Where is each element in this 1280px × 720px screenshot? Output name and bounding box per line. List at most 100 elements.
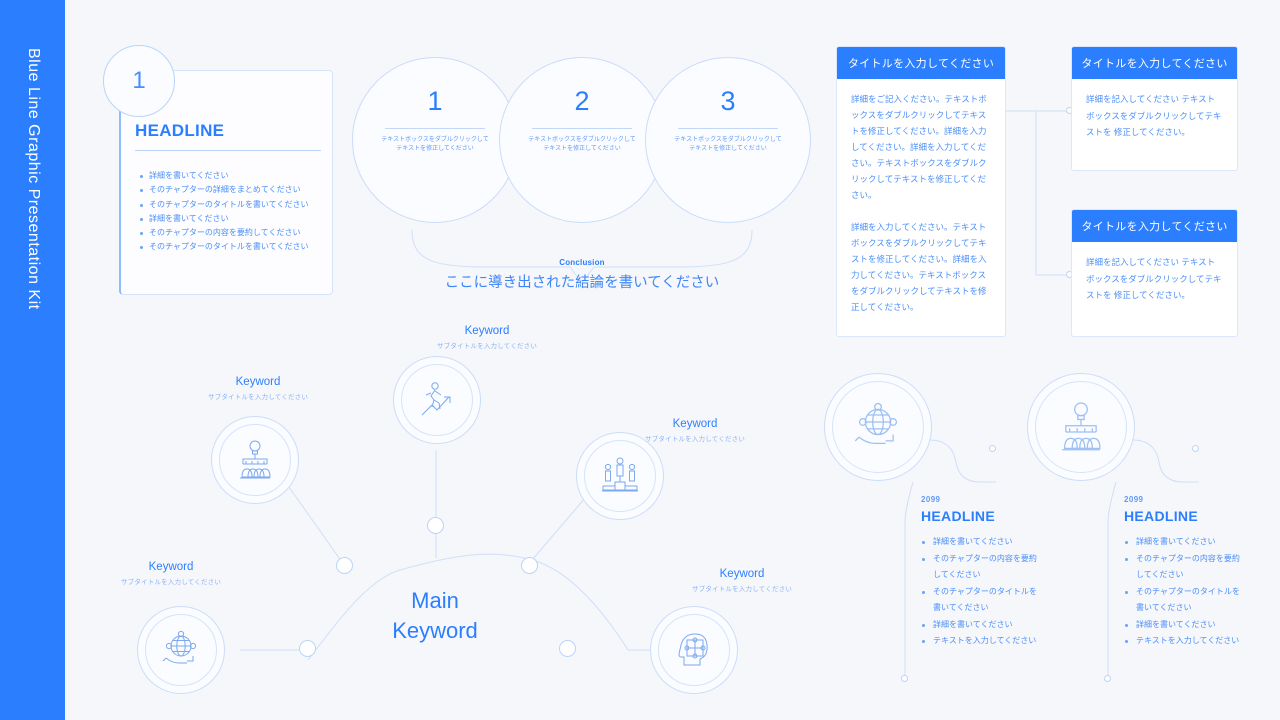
timeline-icon-globe-hand-1	[824, 373, 932, 481]
list-item: そのチャプターの内容を要約してください	[140, 226, 339, 240]
step-circle-3: 3 テキストボックスをダブルクリックして テキストを修正してください	[645, 57, 811, 223]
list-item: そのチャプターのタイトルを書いてください	[140, 240, 339, 254]
textbox-branch-top: タイトルを入力してください 詳細を記入してください テキストボックスをダブルクリ…	[1071, 46, 1238, 171]
steps-bracket-connector	[411, 229, 753, 284]
timeline-endcap-1-right	[989, 445, 996, 452]
textbox-paragraph: 詳細を記入してください テキストボックスをダブルクリックしてテキストを 修正して…	[1086, 94, 1222, 137]
textbox-branch-connector	[1000, 110, 1066, 276]
timeline-headline-2: HEADLINE	[1124, 508, 1198, 524]
timeline-endcap-1-bottom	[901, 675, 908, 682]
icon-inner-ring	[1035, 381, 1127, 473]
mindmap-label-bottom-right: Keyword サブタイトルを入力してください	[651, 568, 833, 593]
timeline-endcap-2-bottom	[1104, 675, 1111, 682]
mindmap-icon-lightbulb-team	[211, 416, 299, 504]
mindmap-icon-puzzle-head	[650, 606, 738, 694]
side-rail-title: Blue Line Graphic Presentation Kit	[24, 48, 42, 310]
textbox-main-body: 詳細をご記入ください。テキストボックスをダブルクリックしてテキストを修正してくだ…	[837, 79, 1005, 327]
step-divider	[532, 128, 632, 129]
running-growth-icon	[394, 357, 480, 443]
list-item: 詳細を書いてください	[140, 212, 339, 226]
mindmap-label-left: Keyword サブタイトルを入力してください	[167, 376, 349, 401]
headline-card-number-badge: 1	[103, 45, 175, 117]
list-item: そのチャプターの内容を要約してください	[1124, 551, 1242, 584]
icon-inner-ring	[219, 424, 291, 496]
timeline-connector-1	[904, 439, 996, 678]
mindmap-subtitle: サブタイトルを入力してください	[691, 586, 793, 593]
textbox-paragraph: 詳細を入力してください。テキストボックスをダブルクリックしてテキストを修正してく…	[851, 222, 987, 312]
list-item: そのチャプターのタイトルを書いてください	[140, 198, 339, 212]
list-item: 詳細を書いてください	[921, 617, 1039, 634]
conclusion-text: ここに導き出された結論を書いてください	[444, 275, 720, 291]
icon-inner-ring	[584, 440, 656, 512]
timeline-icon-lightbulb-team-2	[1027, 373, 1135, 481]
textbox-paragraph: 詳細を記入してください テキストボックスをダブルクリックしてテキストを 修正して…	[1086, 257, 1222, 300]
icon-inner-ring	[401, 364, 473, 436]
mindmap-icon-globe-hand	[137, 606, 225, 694]
textbox-branch-bottom-body: 詳細を記入してください テキストボックスをダブルクリックしてテキストを 修正して…	[1072, 242, 1237, 316]
list-item: テキストを入力してください	[921, 633, 1039, 650]
globe-hand-icon	[825, 374, 931, 480]
textbox-main-title: タイトルを入力してください	[837, 47, 1005, 79]
timeline-list-2: 詳細を書いてください そのチャプターの内容を要約してください そのチャプターのタ…	[1124, 534, 1242, 650]
icon-inner-ring	[145, 614, 217, 686]
textbox-branch-top-body: 詳細を記入してください テキストボックスをダブルクリックしてテキストを 修正して…	[1072, 79, 1237, 153]
step-circle-1: 1 テキストボックスをダブルクリックして テキストを修正してください	[352, 57, 518, 223]
step-number: 2	[574, 86, 590, 116]
mindmap-subtitle: サブタイトルを入力してください	[644, 436, 746, 443]
mindmap-label-bottom-left: Keyword サブタイトルを入力してください	[80, 561, 262, 586]
list-item: そのチャプターの詳細をまとめてください	[140, 183, 339, 197]
step-divider	[678, 128, 778, 129]
textbox-branch-bottom: タイトルを入力してください 詳細を記入してください テキストボックスをダブルクリ…	[1071, 209, 1238, 337]
timeline-year-2: 2099	[1124, 495, 1144, 504]
timeline-endcap-2-right	[1192, 445, 1199, 452]
timeline-headline-1: HEADLINE	[921, 508, 995, 524]
mindmap-center-label: Main Keyword	[392, 588, 478, 643]
lightbulb-team-icon	[212, 417, 298, 503]
headline-card-title: HEADLINE	[135, 121, 225, 140]
globe-hand-icon	[138, 607, 224, 693]
list-item: そのチャプターのタイトルを書いてください	[1124, 584, 1242, 617]
step-circle-2: 2 テキストボックスをダブルクリックして テキストを修正してください	[499, 57, 665, 223]
conclusion-block: Conclusion ここに導き出された結論を書いてください	[436, 258, 728, 292]
headline-card-bullet-list: 詳細を書いてください そのチャプターの詳細をまとめてください そのチャプターのタ…	[135, 169, 339, 255]
headline-card-number: 1	[132, 67, 146, 94]
timeline-connector-2	[1107, 439, 1199, 678]
icon-inner-ring	[658, 614, 730, 686]
textbox-branch-top-title: タイトルを入力してください	[1072, 47, 1237, 79]
step-description: テキストボックスをダブルクリックして テキストを修正してください	[674, 137, 782, 152]
timeline-year-1: 2099	[921, 495, 941, 504]
mindmap-keyword: Keyword	[719, 568, 765, 580]
mindmap-keyword: Keyword	[464, 325, 510, 337]
icon-inner-ring	[832, 381, 924, 473]
mindmap-subtitle: サブタイトルを入力してください	[207, 394, 309, 401]
mindmap-node-left	[336, 557, 353, 574]
textbox-main: タイトルを入力してください 詳細をご記入ください。テキストボックスをダブルクリッ…	[836, 46, 1006, 337]
podium-people-icon	[577, 433, 663, 519]
headline-card-divider	[135, 150, 321, 151]
conclusion-kicker: Conclusion	[559, 258, 605, 267]
list-item: テキストを入力してください	[1124, 633, 1242, 650]
list-item: そのチャプターのタイトルを書いてください	[921, 584, 1039, 617]
list-item: 詳細を書いてください	[921, 534, 1039, 551]
side-rail: Blue Line Graphic Presentation Kit	[0, 0, 65, 720]
step-number: 1	[427, 86, 443, 116]
lightbulb-team-icon	[1028, 374, 1134, 480]
mindmap-icon-running-growth	[393, 356, 481, 444]
list-item: 詳細を書いてください	[1124, 534, 1242, 551]
step-description: テキストボックスをダブルクリックして テキストを修正してください	[528, 137, 636, 152]
mindmap-keyword: Keyword	[672, 418, 718, 430]
mindmap-node-top	[427, 517, 444, 534]
mindmap-node-bottom-right	[559, 640, 576, 657]
timeline-list-1: 詳細を書いてください そのチャプターの内容を要約してください そのチャプターのタ…	[921, 534, 1039, 650]
mindmap-label-right: Keyword サブタイトルを入力してください	[604, 418, 786, 443]
mindmap-subtitle: サブタイトルを入力してください	[120, 579, 222, 586]
mindmap-node-right	[521, 557, 538, 574]
list-item: そのチャプターの内容を要約してください	[921, 551, 1039, 584]
step-number: 3	[720, 86, 736, 116]
textbox-branch-bottom-title: タイトルを入力してください	[1072, 210, 1237, 242]
puzzle-head-icon	[651, 607, 737, 693]
mindmap-keyword: Keyword	[148, 561, 194, 573]
mindmap-node-bottom-left	[299, 640, 316, 657]
step-description: テキストボックスをダブルクリックして テキストを修正してください	[381, 137, 489, 152]
